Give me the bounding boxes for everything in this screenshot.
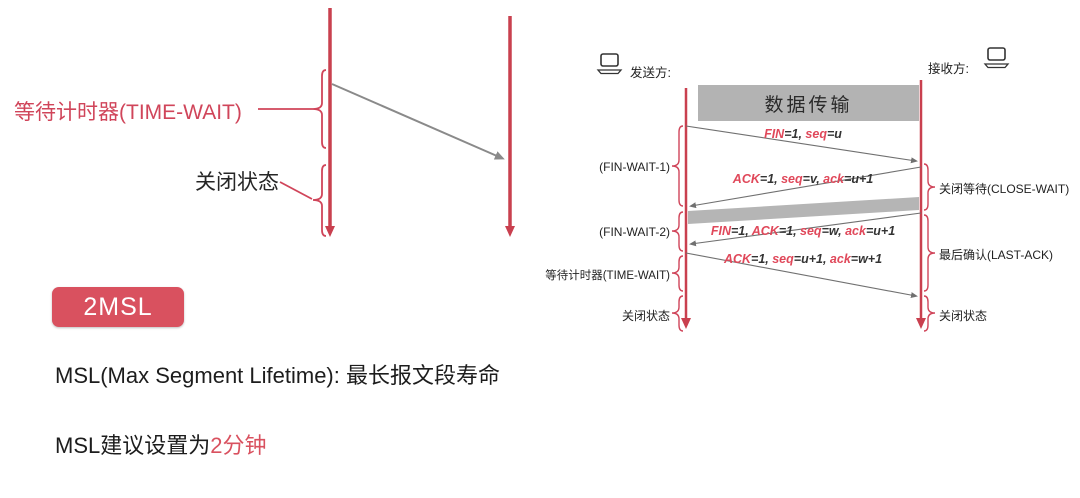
state-fin-wait-2: (FIN-WAIT-2) [599, 225, 670, 239]
fin-ack-message-label: FIN=1, ACK=1, seq=w, ack=u+1 [710, 224, 896, 238]
2msl-badge: 2MSL [52, 287, 184, 327]
last-ack-message-line [685, 252, 918, 299]
receiver-closed-brace [923, 295, 936, 332]
receiver-endpoint-label: 接收方: [928, 62, 969, 76]
fin-wait-1-brace [671, 125, 684, 207]
ack-message-line [689, 166, 922, 209]
msl-suggestion-text: MSL建议设置为2分钟 [55, 428, 267, 460]
fin-message-label: FIN=1, seq=u [764, 127, 842, 141]
data-band [688, 197, 919, 224]
state-last-ack: 最后确认(LAST-ACK) [939, 248, 1054, 262]
sender-closed-brace [671, 295, 684, 332]
time-wait-timer-label: 等待计时器(TIME-WAIT) [14, 101, 242, 124]
state-close-wait: 关闭等待(CLOSE-WAIT) [939, 182, 1070, 196]
time-wait-small-brace [671, 255, 684, 292]
state-receiver-closed: 关闭状态 [939, 309, 988, 323]
sender-endpoint-label: 发送方: [630, 66, 671, 80]
data-transfer-box: 数据传输 [698, 85, 919, 121]
state-sender-closed: 关闭状态 [621, 309, 670, 323]
time-wait-brace [312, 69, 327, 149]
close-wait-brace [923, 163, 936, 211]
msl-suggestion-value: 2分钟 [210, 433, 267, 458]
closed-state-connector [279, 181, 313, 200]
sender-laptop-icon [596, 53, 623, 75]
state-fin-wait-1: (FIN-WAIT-1) [599, 160, 670, 174]
last-ack-brace [923, 214, 936, 292]
last-ack-message-label: ACK=1, seq=u+1, ack=w+1 [723, 252, 883, 266]
msl-definition-text: MSL(Max Segment Lifetime): 最长报文段寿命 [55, 363, 500, 388]
fin-ack-message-line [689, 212, 922, 247]
fin-wait-2-brace [671, 211, 684, 252]
ack-message-label: ACK=1, seq=v, ack=u+1 [732, 172, 874, 186]
state-time-wait: 等待计时器(TIME-WAIT) [545, 270, 670, 282]
closed-state-label: 关闭状态 [195, 171, 279, 194]
msl-suggestion-prefix: MSL建议设置为 [55, 433, 211, 458]
closed-state-brace [312, 164, 327, 237]
receiver-laptop-icon [983, 47, 1010, 69]
last-ack-segment-arrow [331, 83, 505, 160]
fin-message-line [685, 125, 918, 164]
